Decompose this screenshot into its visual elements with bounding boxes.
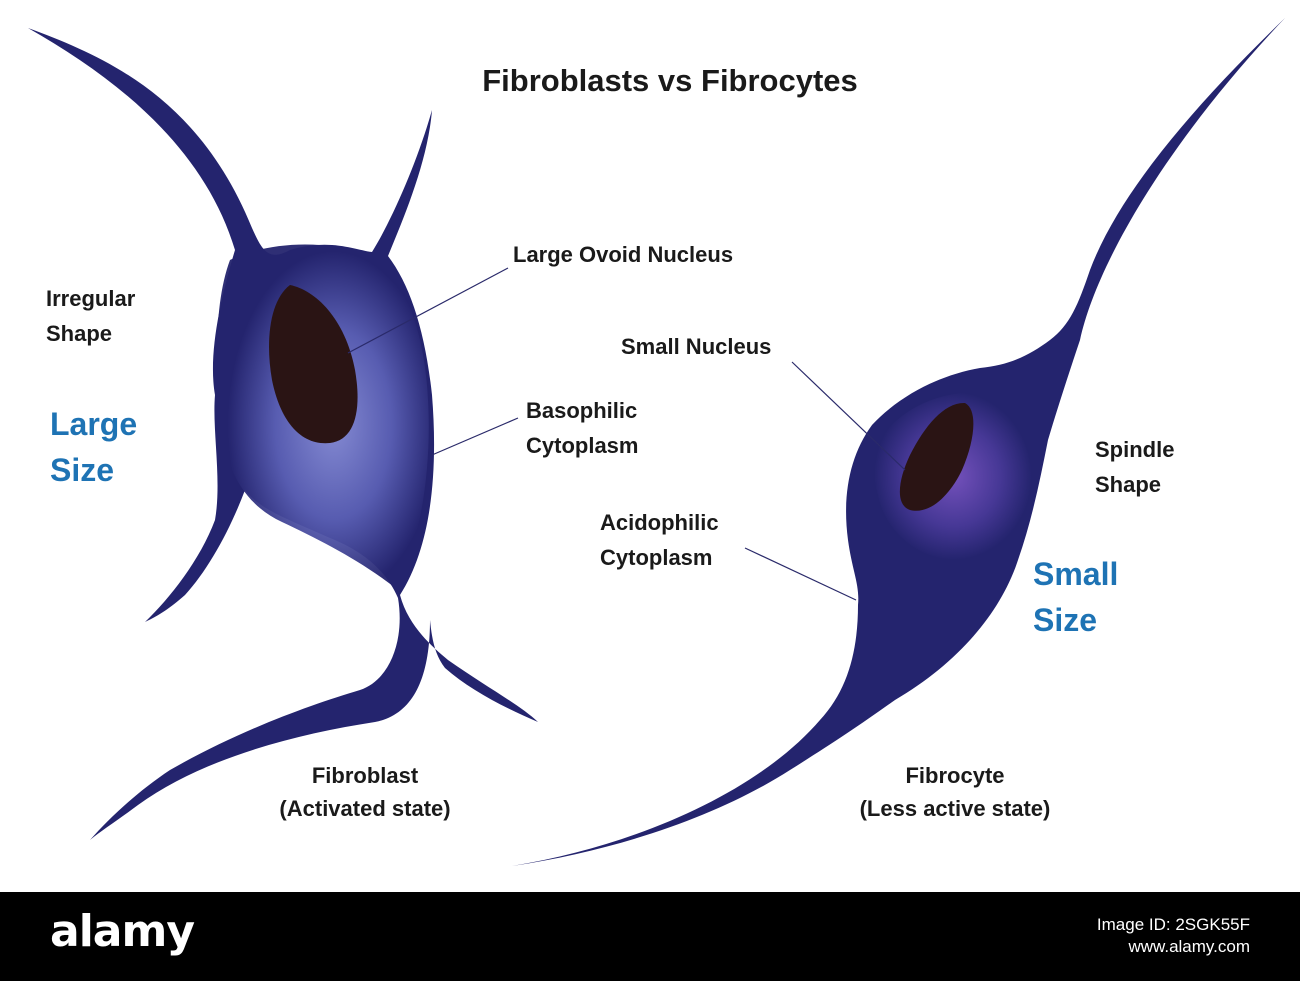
fibrocyte-size-label-line1: Small: [1033, 556, 1118, 592]
leader-basophilic-cytoplasm: [431, 417, 519, 456]
fibroblast-cytoplasm-label-line2: Cytoplasm: [526, 433, 638, 458]
leader-lines: [347, 267, 906, 601]
fibroblast-state: (Activated state): [279, 796, 450, 821]
diagram-title: Fibroblasts vs Fibrocytes: [482, 63, 858, 98]
fibrocyte-nucleus: [899, 402, 974, 511]
fibroblast-cytoplasm-label-line1: Basophilic: [526, 398, 637, 423]
leader-small-nucleus: [791, 361, 906, 471]
fibrocyte-nucleus-label: Small Nucleus: [621, 334, 771, 359]
fibrocyte-shape-label-line2: Shape: [1095, 472, 1161, 497]
fibrocyte-size-label-line2: Size: [1033, 602, 1097, 638]
image-id-text: Image ID: 2SGK55F: [1096, 915, 1250, 934]
fibroblast-size-label-line2: Size: [50, 452, 114, 488]
fibroblast-cell: [28, 28, 538, 840]
fibroblast-shape-label-line1: Irregular: [46, 286, 136, 311]
fibrocyte-cytoplasm-label-line2: Cytoplasm: [600, 545, 712, 570]
leader-large-ovoid-nucleus: [347, 267, 509, 354]
leader-acidophilic-cytoplasm: [744, 547, 857, 601]
fibrocyte-name: Fibrocyte: [905, 763, 1004, 788]
fibrocyte-cell: [512, 18, 1285, 866]
alamy-logo: alamy: [50, 906, 195, 957]
fibrocyte-cytoplasm-label-line1: Acidophilic: [600, 510, 719, 535]
image-id-block: Image ID: 2SGK55F www.alamy.com: [1097, 914, 1250, 958]
website-text: www.alamy.com: [1128, 937, 1250, 956]
fibroblast-nucleus: [269, 285, 358, 444]
fibrocyte-shape-label-line1: Spindle: [1095, 437, 1174, 462]
fibroblast-nucleus-label: Large Ovoid Nucleus: [513, 242, 733, 267]
fibroblast-shape-label-line2: Shape: [46, 321, 112, 346]
fibroblast-size-label-line1: Large: [50, 406, 137, 442]
diagram-canvas: Fibroblasts vs Fibrocytes Irregular Shap…: [28, 18, 1285, 866]
fibrocyte-state: (Less active state): [860, 796, 1051, 821]
fibroblast-name: Fibroblast: [312, 763, 419, 788]
stock-footer-bar: alamy Image ID: 2SGK55F www.alamy.com: [0, 892, 1300, 981]
